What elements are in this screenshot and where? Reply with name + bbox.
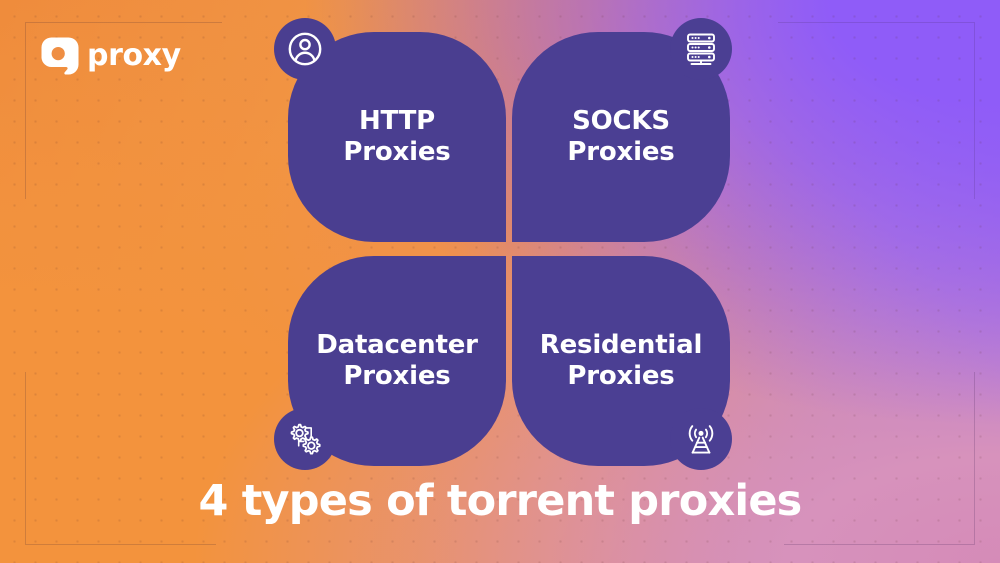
- gears-icon: [290, 423, 321, 455]
- quadrant-socks-label: SOCKS Proxies: [567, 106, 675, 167]
- quadrant-datacenter-badge: [274, 408, 336, 470]
- quadrant-http[interactable]: HTTP Proxies: [288, 32, 506, 242]
- corner-bracket-bottom-left: [25, 372, 216, 545]
- proxy-logo-mark-icon: [41, 37, 79, 75]
- corner-bracket-top-right: [778, 22, 975, 199]
- user-icon: [288, 32, 322, 66]
- server-icon: [687, 33, 715, 65]
- quadrant-residential-badge: [670, 408, 732, 470]
- page-headline: 4 types of torrent proxies: [198, 476, 803, 526]
- quadrant-residential-label: Residential Proxies: [539, 330, 703, 391]
- quadrant-datacenter-label: Datacenter Proxies: [316, 330, 478, 391]
- quadrant-http-badge: [274, 18, 336, 80]
- quadrant-socks-badge: [670, 18, 732, 80]
- brand-logo[interactable]: proxy: [40, 36, 181, 76]
- proxy-types-cluster: HTTP Proxies SOCKS Proxies Datacenter Pr…: [268, 18, 738, 470]
- corner-bracket-bottom-right: [784, 372, 975, 545]
- corner-bracket-top-left: [25, 22, 222, 199]
- brand-name: proxy: [87, 38, 181, 73]
- antenna-icon: [688, 425, 714, 454]
- quadrant-socks[interactable]: SOCKS Proxies: [512, 32, 730, 242]
- quadrant-http-label: HTTP Proxies: [343, 106, 451, 167]
